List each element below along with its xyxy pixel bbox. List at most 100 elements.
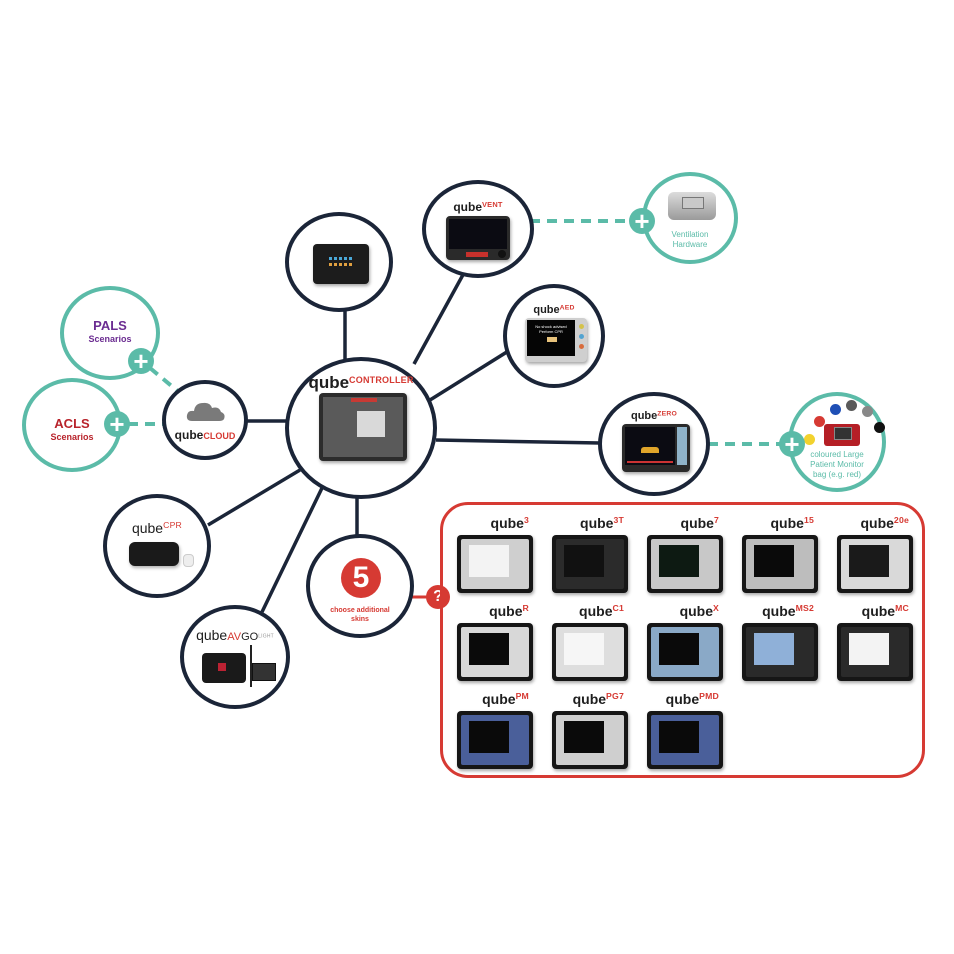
skin-suffix: R: [522, 603, 529, 614]
cloud-node[interactable]: qubeCLOUD: [162, 380, 248, 460]
skin-item[interactable]: qubeR: [451, 603, 543, 687]
link-cloud-pals: [148, 366, 182, 395]
skin-item[interactable]: qubeMC: [831, 603, 923, 687]
skin-label: qubeX: [680, 603, 719, 619]
help-icon[interactable]: ?: [426, 585, 450, 609]
skin-brand: qube: [770, 515, 804, 531]
cloud-icon: [186, 402, 225, 421]
controller-tablet-image: [319, 393, 407, 461]
skin-brand: qube: [482, 691, 516, 707]
cpr-node[interactable]: qubeCPR: [103, 494, 211, 598]
vent-node[interactable]: qubeVENT: [422, 180, 534, 278]
skin-label: qubeMC: [862, 603, 909, 619]
cpr-device-image: [129, 542, 179, 566]
color-swatch: [804, 434, 815, 445]
skin-item[interactable]: qubePG7: [546, 691, 638, 775]
ventilation-hardware-node[interactable]: Ventilation Hardware: [642, 172, 738, 264]
skin-item[interactable]: qube20e: [831, 515, 923, 599]
skin-device-image: [837, 623, 913, 681]
link-controller-zero: [435, 438, 601, 445]
skin-label: qubeR: [489, 603, 529, 619]
skin-suffix: PG7: [606, 691, 624, 702]
skin-item[interactable]: qube15: [736, 515, 828, 599]
skin-item[interactable]: qubeC1: [546, 603, 638, 687]
zero-node[interactable]: qubeZERO: [598, 392, 710, 496]
skin-item[interactable]: qube7: [641, 515, 733, 599]
skin-item[interactable]: qube3: [451, 515, 543, 599]
pals-title: PALS: [93, 318, 127, 333]
cpr-label: qubeCPR: [131, 520, 183, 536]
skin-item[interactable]: qube3T: [546, 515, 638, 599]
skin-device-image: [742, 623, 818, 681]
color-swatch: [862, 406, 873, 417]
aed-device-image: No shock advised Perform CPR: [525, 318, 587, 362]
aed-screen-text: No shock advised Perform CPR: [535, 324, 567, 334]
color-swatch: [846, 400, 857, 411]
skin-brand: qube: [572, 691, 607, 707]
skin-suffix: PMD: [699, 691, 719, 702]
skin-label: qubePMD: [666, 691, 719, 707]
zero-label: qubeZERO: [630, 410, 677, 422]
skin-device-image: [647, 623, 723, 681]
skin-label: qube3T: [580, 515, 624, 531]
skin-suffix: MS2: [795, 603, 814, 614]
link-controller-aed: [429, 348, 511, 402]
skin-item[interactable]: qubeMS2: [736, 603, 828, 687]
skin-device-image: [742, 535, 818, 593]
controller-node[interactable]: qubeCONTROLLER: [285, 357, 437, 499]
skin-device-image: [552, 623, 628, 681]
bag-add-icon[interactable]: +: [779, 431, 805, 457]
skin-brand: qube: [679, 603, 714, 619]
skin-suffix: 7: [713, 515, 719, 526]
skin-item[interactable]: qubeX: [641, 603, 733, 687]
acls-title: ACLS: [54, 416, 90, 431]
number-badge: 5: [341, 558, 381, 598]
ventilation-hardware-text: Ventilation Hardware: [671, 230, 709, 249]
bag-image: [824, 424, 860, 446]
ventilation-add-icon[interactable]: +: [629, 208, 655, 234]
avgo-tablet-image: [252, 663, 276, 681]
tablet-node[interactable]: [285, 212, 393, 312]
cpr-sensor-image: [183, 554, 194, 567]
skin-brand: qube: [860, 515, 894, 531]
link-controller-cpr: [207, 468, 301, 527]
skin-label: qubeC1: [579, 603, 624, 619]
acls-add-icon[interactable]: +: [104, 411, 130, 437]
bag-text: coloured Large Patient Monitor bag (e.g.…: [810, 450, 864, 479]
aed-node[interactable]: qubeAED No shock advised Perform CPR: [503, 284, 605, 388]
skin-device-image: [552, 711, 628, 769]
skin-device-image: [647, 711, 723, 769]
color-swatch: [830, 404, 841, 415]
ventilator-image: [668, 192, 716, 220]
skin-device-image: [457, 535, 533, 593]
skin-suffix: MC: [895, 603, 909, 614]
choose-skins-node[interactable]: 5 choose additional skins: [306, 534, 414, 638]
skin-item[interactable]: qubePM: [451, 691, 543, 775]
skin-suffix: C1: [612, 603, 624, 614]
avgo-tripod-image: [250, 645, 252, 687]
skin-suffix: 3T: [613, 515, 624, 526]
skin-label: qubePG7: [573, 691, 624, 707]
skin-suffix: PM: [515, 691, 529, 702]
skin-brand: qube: [680, 515, 714, 531]
skin-suffix: 3: [523, 515, 529, 526]
avgo-node[interactable]: qubeAVGOLIGHT: [180, 605, 290, 709]
avgo-label: qubeAVGOLIGHT: [196, 627, 274, 643]
skin-device-image: [552, 535, 628, 593]
zero-device-image: [622, 424, 690, 472]
skins-panel: qube3 qube3T qube7 qube15 qube20e: [440, 502, 925, 778]
skin-brand: qube: [665, 691, 700, 707]
pals-add-icon[interactable]: +: [128, 348, 154, 374]
skin-brand: qube: [579, 603, 613, 619]
tablet-icon: [313, 244, 369, 284]
acls-subtitle: Scenarios: [50, 432, 94, 442]
skin-item[interactable]: qubePMD: [641, 691, 733, 775]
skin-brand: qube: [861, 603, 896, 619]
aed-label: qubeAED: [533, 304, 575, 316]
link-controller-vent: [412, 261, 472, 365]
skin-device-image: [457, 711, 533, 769]
choose-skins-text: choose additional skins: [330, 607, 390, 623]
avgo-bag-image: [202, 653, 246, 683]
skin-brand: qube: [489, 603, 523, 619]
